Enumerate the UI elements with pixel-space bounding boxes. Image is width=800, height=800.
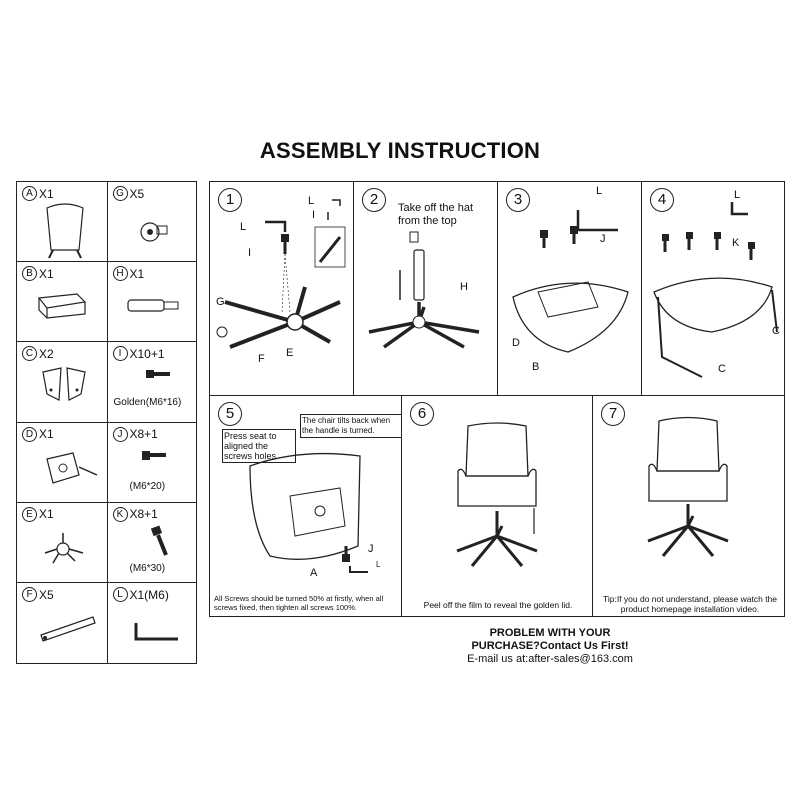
seat-cushion-icon — [37, 293, 87, 319]
footer-line-1: PROBLEM WITH YOUR — [489, 627, 611, 639]
tilt-mechanism-icon — [46, 451, 98, 484]
base-assembly-illustration — [216, 199, 346, 349]
step-5: 5 Press seat to aligned the screws holes… — [209, 395, 402, 617]
step-number: 3 — [506, 188, 530, 212]
footer-line-2: PURCHASE?Contact Us First! — [471, 640, 629, 652]
step-number: 1 — [218, 188, 242, 212]
long-screw-icon — [150, 525, 168, 556]
step-3: 3 L J D B — [497, 181, 642, 396]
caster-icon — [139, 222, 167, 242]
step-5-screw-note: All Screws should be turned 50% at first… — [214, 594, 384, 612]
armrest-bracket-icon — [42, 367, 86, 402]
step-4: 4 L K C C — [641, 181, 785, 396]
mechanism-attach-illustration — [512, 210, 629, 353]
gas-lift-icon — [126, 299, 178, 312]
step-6: 6 Peel off the film to reveal the golden… — [401, 395, 593, 617]
part-j-size: (M6*20) — [129, 480, 166, 492]
part-i-size: Golden(M6*16) — [113, 397, 182, 409]
finished-chair-illustration — [647, 416, 729, 557]
step-2-instruction: Take off the hat from the top — [398, 202, 474, 227]
chair-back-icon — [46, 203, 84, 259]
step-1: 1 L I G F E L I — [209, 181, 354, 396]
gas-lift-illustration — [368, 231, 480, 349]
base-leg-icon — [40, 616, 96, 642]
step-6-note: Peel off the film to reveal the golden l… — [423, 600, 573, 610]
step-number: 2 — [362, 188, 386, 212]
step-number: 5 — [218, 402, 242, 426]
support-email: E-mail us at:after-sales@163.com — [467, 653, 633, 665]
allen-key-icon — [134, 623, 178, 641]
step-number: 6 — [410, 402, 434, 426]
golden-screw-icon — [145, 370, 170, 379]
screw-icon — [141, 450, 166, 460]
base-hub-icon — [44, 532, 84, 564]
step-2: 2 Take off the hat from the top H — [353, 181, 498, 396]
assembled-chair-illustration — [456, 422, 538, 567]
step-7-tip: Tip:If you do not understand, please wat… — [602, 594, 778, 614]
page-title: ASSEMBLY INSTRUCTION — [259, 138, 541, 163]
seat-back-join-illustration — [249, 452, 368, 573]
part-k-size: (M6*30) — [129, 562, 166, 574]
step-7: 7 Tip:If you do not understand, please w… — [592, 395, 785, 617]
armrest-attach-illustration — [653, 202, 778, 378]
support-footer: PROBLEM WITH YOUR PURCHASE?Contact Us Fi… — [380, 627, 720, 666]
step-number: 7 — [601, 402, 625, 426]
step-number: 4 — [650, 188, 674, 212]
